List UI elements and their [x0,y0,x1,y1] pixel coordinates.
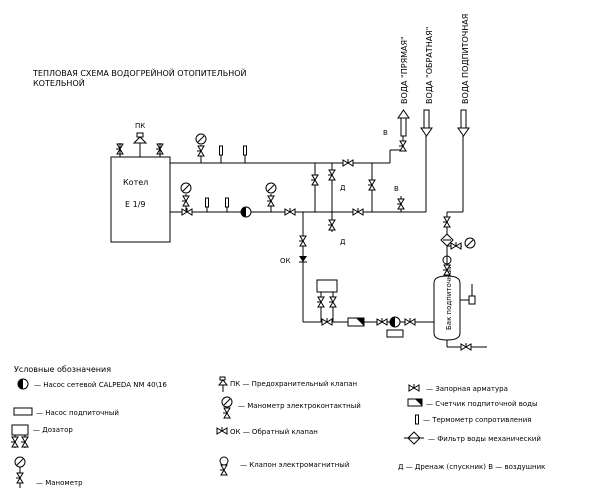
legend-thermometer-icon [415,414,419,425]
makeup-tank [433,275,461,341]
legend-dosing-icon [10,424,29,448]
legend-solenoid-icon [219,456,229,476]
gauge-supply-1-icon [195,133,207,163]
legend-item-check-valve: ОК — Обратный клапан [230,428,318,436]
legend-filter-icon [404,431,424,445]
legend-item-water-meter: — Счетчик подпиточной воды [426,400,538,408]
return-valve-2 [284,207,296,216]
ok-mark: ОК [280,257,291,265]
makeup-valve-2 [376,317,388,326]
legend-item-drain-vent: Д — Дренаж (спускник) В — воздушник [398,463,545,471]
makeup-pump-base [386,329,404,338]
diagram-title-line2: КОТЕЛЬНОЙ [33,77,85,88]
gauge-return-2-icon [265,182,277,212]
pk-mark: ПК [135,122,145,130]
outlet-label-return: ВОДА "ОБРАТНАЯ" [425,27,434,104]
legend-check-valve-icon [216,426,228,435]
tank-drain-valve [460,342,472,351]
legend-item-gauge: — Манометр [36,479,83,487]
solenoid-valve-icon [442,255,452,265]
bypass-valve-2 [327,169,336,181]
air-vent-mark-2: В [394,185,399,193]
legend-shutoff-valve-icon [408,383,420,392]
legend-makeup-pump-icon [13,407,33,416]
legend-item-electro-gauge: — Манометр электроконтактный [238,402,361,410]
thermo-return-1-icon [205,197,209,212]
legend-safety-valve-icon [217,376,229,392]
legend-item-dosing: — Дозатор [33,426,73,434]
return-water-arrow-icon [420,109,433,137]
air-vent-valve [396,198,405,210]
legend-item-safety-valve: ПК — Предохранительный клапан [230,380,357,388]
bypass-valve-1 [310,174,319,186]
supply-valve-mid [342,158,354,167]
drain-mark-2: Д [340,238,346,246]
tank-label: Бак подпиточный [445,264,453,330]
makeup-valve-1 [321,317,333,326]
bypass-valve-3 [367,179,376,191]
gauge-return-1-icon [180,182,192,212]
legend-item-solenoid: — Клапон электромагнитный [240,461,349,469]
makeup-pump-icon [389,316,401,328]
makeup-valve-3 [404,317,416,326]
dosing-unit-icon [316,279,338,322]
thermo-supply-2-icon [243,145,247,163]
makeup-water-arrow-icon [457,109,470,137]
boiler-model: Е 1/9 [125,200,145,209]
legend-network-pump-icon [17,378,29,390]
legend-electro-gauge-icon [221,396,233,419]
gauge-makeup-icon [447,237,476,250]
makeup-feed-valve [442,216,451,228]
filter-icon [440,233,454,247]
water-meter-icon [347,317,365,327]
thermo-supply-1-icon [219,145,223,163]
boiler-box [110,156,171,243]
outlet-label-direct: ВОДА "ПРЯМАЯ" [400,36,409,104]
return-valve-mid [352,207,364,216]
network-pump-icon [240,206,252,218]
drain-valve [327,219,336,231]
drain-mark-1: Д [340,184,346,192]
return-valve-1 [181,207,193,216]
air-vent-mark-1: В [383,129,388,137]
boiler-name: Котел [123,178,148,187]
legend-item-shutoff: — Запорная арматура [426,385,508,393]
safety-valve-icon [132,132,148,157]
legend-item-network-pump: — Насос сетевой CALPEDA NM 40\16 [34,381,167,389]
legend-gauge-icon [14,456,26,488]
legend-item-thermometer: — Термометр сопротивления [423,416,531,424]
legend-title: Условные обозначения [14,365,111,374]
thermo-return-2-icon [225,197,229,212]
legend-item-filter: — Фильтр воды механический [428,435,541,443]
outlet-label-makeup: ВОДА ПОДПИТОЧНАЯ [461,14,470,104]
check-valve-area-valve [298,235,307,247]
legend-water-meter-icon [407,398,423,407]
legend-item-makeup-pump: — Насос подпиточный [36,409,119,417]
diagram-title-line1: ТЕПЛОВАЯ СХЕМА ВОДОГРЕЙНОЙ ОТОПИТЕЛЬНОЙ [32,67,247,78]
direct-water-arrow-icon [397,109,410,137]
check-valve-icon [299,256,307,263]
